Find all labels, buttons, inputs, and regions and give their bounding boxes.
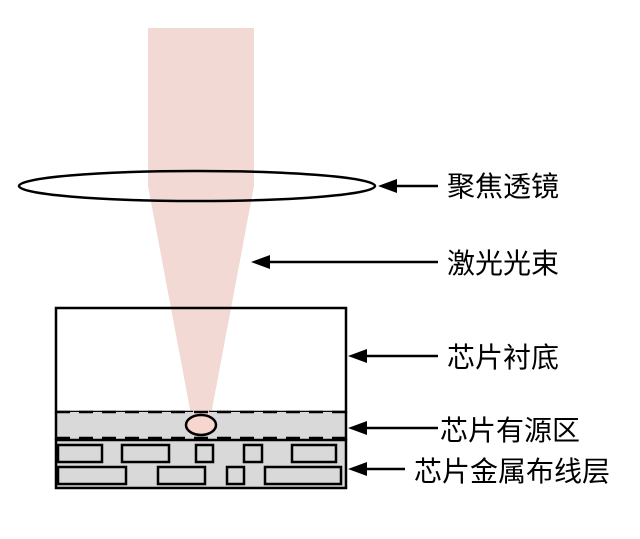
metal-wiring-blocks [56,443,343,486]
metal-block [194,443,215,464]
metal-block [242,443,264,464]
metal-block [290,443,338,464]
label-chip-metal-layer: 芯片金属布线层 [414,455,610,488]
label-chip-substrate: 芯片衬底 [447,341,559,374]
metal-layer-arrow-head [348,462,367,476]
laser-beam-collimated [148,28,254,186]
active-region-arrow-head [348,421,367,435]
laser-beam-cone [148,186,254,420]
lens-arrow-head [378,179,397,193]
substrate-arrow-head [348,349,367,363]
metal-block [56,465,128,486]
annotation-arrows [251,179,438,476]
label-focusing-lens: 聚焦透镜 [447,170,559,203]
metal-block [156,465,207,486]
metal-block [120,443,171,464]
focus-spot [184,413,218,437]
label-chip-active-region: 芯片有源区 [440,414,580,447]
metal-block [263,465,343,486]
metal-block [225,465,246,486]
beam-arrow-head [251,255,270,269]
label-laser-beam: 激光光束 [447,247,559,280]
focusing-lens [17,169,377,203]
metal-block [56,443,104,464]
